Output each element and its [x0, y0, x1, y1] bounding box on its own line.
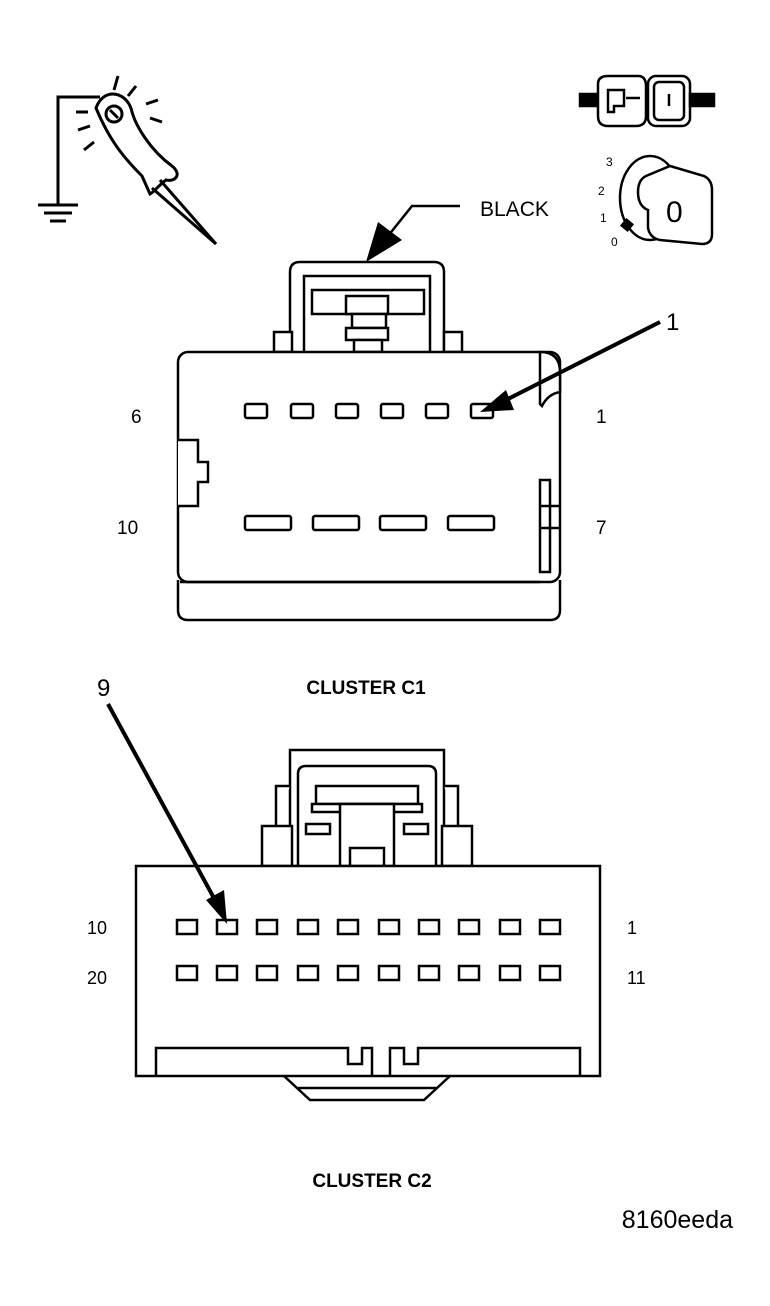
c2-pin-13: [457, 964, 481, 982]
c1-callout-arrow: 1: [480, 309, 679, 412]
c1-top-pin-row: [243, 402, 495, 420]
c2-pin-15: [377, 964, 401, 982]
c2-callout-arrow: 9: [97, 675, 227, 924]
c2-pin-9: [215, 918, 239, 936]
c2-pin-1: [538, 918, 562, 936]
c2-pin-2: [498, 918, 522, 936]
c2-pin-5: [377, 918, 401, 936]
c1-pin-5: [289, 402, 315, 420]
cluster-c2-title: CLUSTER C2: [312, 1171, 431, 1192]
svg-text:0: 0: [611, 235, 618, 249]
c1-bottom-pin-row: [243, 514, 496, 532]
c1-label-top-left: 6: [131, 407, 142, 428]
figure-id: 8160eeda: [622, 1206, 733, 1234]
c1-pin-9: [311, 514, 361, 532]
c2-label-top-left: 10: [87, 918, 107, 938]
svg-text:2: 2: [598, 184, 605, 198]
c2-top-pin-row: [175, 918, 562, 936]
c1-pin-8: [378, 514, 428, 532]
c2-label-bottom-left: 20: [87, 968, 107, 988]
svg-text:BLACK: BLACK: [480, 198, 549, 221]
c2-label-bottom-right: 11: [627, 968, 646, 988]
connector-pair-icon: [578, 74, 716, 128]
c1-pin-6: [243, 402, 269, 420]
c2-pin-7: [296, 918, 320, 936]
c2-pin-12: [498, 964, 522, 982]
svg-text:1: 1: [600, 211, 607, 225]
c1-pin-3: [379, 402, 405, 420]
c1-label-bottom-left: 10: [117, 518, 138, 539]
c1-label-top-right: 1: [596, 407, 607, 428]
cluster-c1-title: CLUSTER C1: [306, 678, 426, 699]
svg-text:3: 3: [606, 155, 613, 169]
test-light-icon: [38, 75, 218, 246]
c2-pin-8: [255, 918, 279, 936]
c1-pin-7: [446, 514, 496, 532]
c2-pin-19: [215, 964, 239, 982]
c2-pin-4: [417, 918, 441, 936]
ignition-key-icon: 3 2 1 0 0: [598, 154, 714, 249]
c2-pin-10: [175, 918, 199, 936]
c2-pin-11: [538, 964, 562, 982]
svg-text:9: 9: [97, 675, 110, 702]
c2-pin-20: [175, 964, 199, 982]
c2-pin-16: [336, 964, 360, 982]
c2-label-top-right: 1: [627, 918, 637, 938]
c2-pin-14: [417, 964, 441, 982]
c2-bottom-pin-row: [175, 964, 562, 982]
black-wire-callout: BLACK: [366, 198, 549, 262]
c1-pin-10: [243, 514, 293, 532]
cluster-c2-connector: [134, 748, 602, 1102]
c2-pin-18: [255, 964, 279, 982]
c1-pin-2: [424, 402, 450, 420]
c2-pin-6: [336, 918, 360, 936]
c2-pin-3: [457, 918, 481, 936]
c1-pin-4: [334, 402, 360, 420]
svg-text:0: 0: [666, 196, 683, 229]
cluster-c1-connector: [176, 260, 562, 622]
svg-text:1: 1: [666, 309, 679, 336]
c2-pin-17: [296, 964, 320, 982]
c1-label-bottom-right: 7: [596, 518, 607, 539]
